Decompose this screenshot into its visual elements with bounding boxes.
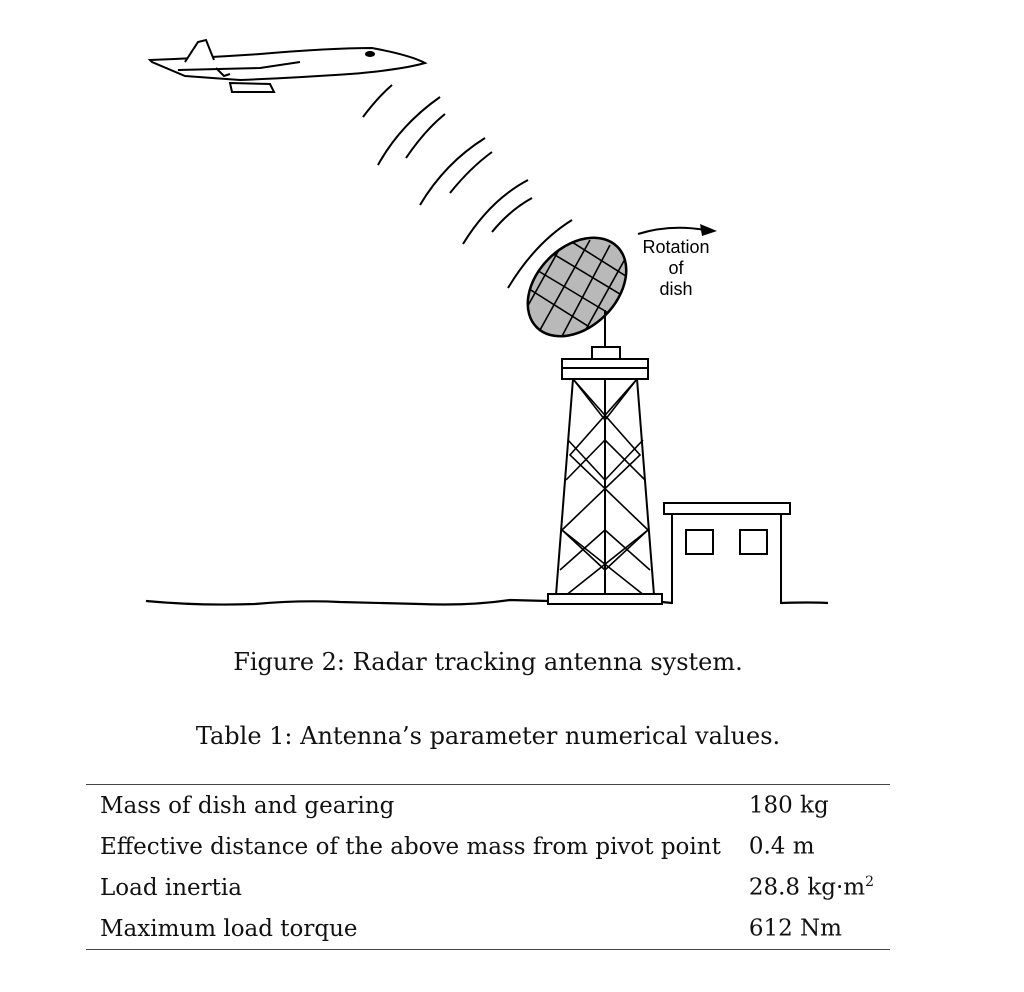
- radar-waves: [362, 84, 573, 289]
- radar-dish: [514, 224, 641, 348]
- parameter-name: Effective distance of the above mass fro…: [100, 833, 721, 860]
- lattice-tower: [547, 346, 663, 605]
- annotation-of: of: [668, 258, 684, 278]
- figure-caption: Figure 2: Radar tracking antenna system.: [233, 648, 743, 676]
- ground-line: [145, 598, 829, 606]
- parameter-table: Mass of dish and gearing 180 kg Effectiv…: [86, 784, 890, 950]
- annotation-dish: dish: [659, 279, 692, 299]
- parameter-value: 612 Nm: [748, 915, 842, 942]
- table-row: Effective distance of the above mass fro…: [86, 826, 890, 867]
- parameter-value: 0.4 m: [748, 833, 815, 860]
- rotation-arrow: [637, 224, 717, 236]
- airplane-illustration: [147, 38, 428, 93]
- table-row: Mass of dish and gearing 180 kg: [86, 785, 890, 827]
- table-row: Load inertia 28.8 kg·m2: [86, 867, 890, 908]
- parameter-value: 180 kg: [748, 792, 829, 819]
- parameter-value: 28.8 kg·m2: [748, 874, 875, 901]
- table-caption: Table 1: Antenna’s parameter numerical v…: [195, 722, 781, 750]
- parameter-name: Maximum load torque: [100, 915, 358, 942]
- radar-figure: Rotation of dish: [145, 38, 829, 606]
- annotation-rotation: Rotation: [642, 237, 709, 257]
- table-row: Maximum load torque 612 Nm: [86, 908, 890, 950]
- parameter-name: Mass of dish and gearing: [100, 792, 395, 819]
- parameter-name: Load inertia: [100, 874, 242, 901]
- control-building: [663, 502, 791, 604]
